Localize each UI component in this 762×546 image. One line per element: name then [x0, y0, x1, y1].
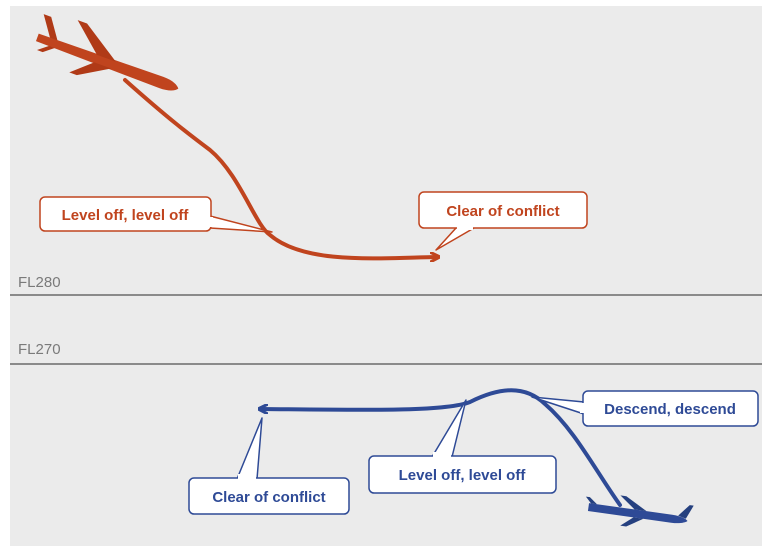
airplane-icon [35, 14, 179, 91]
lower-callout-level-off-text: Level off, level off [399, 467, 527, 484]
lower-trajectory [262, 388, 622, 507]
flight-level-line-fl280 [10, 294, 762, 296]
airplane-icon [585, 495, 694, 527]
upper-callout-clear-of-conflict: Clear of conflict [418, 191, 588, 251]
lower-callout-clear-of-conflict: Clear of conflict [188, 417, 350, 515]
flight-level-label-fl280: FL280 [18, 274, 61, 291]
upper-callout-level-off-text: Level off, level off [62, 207, 190, 224]
lower-callout-descend-text: Descend, descend [604, 401, 736, 418]
lower-callout-level-off: Level off, level off [368, 399, 557, 494]
lower-callout-descend: Descend, descend [531, 390, 759, 427]
flight-level-line-fl270 [10, 363, 762, 365]
flight-level-label-fl270: FL270 [18, 341, 61, 358]
upper-trajectory [123, 78, 436, 258]
upper-callout-level-off: Level off, level off [39, 196, 273, 233]
lower-callout-clear-of-conflict-text: Clear of conflict [212, 489, 325, 506]
upper-callout-clear-of-conflict-text: Clear of conflict [446, 203, 559, 220]
